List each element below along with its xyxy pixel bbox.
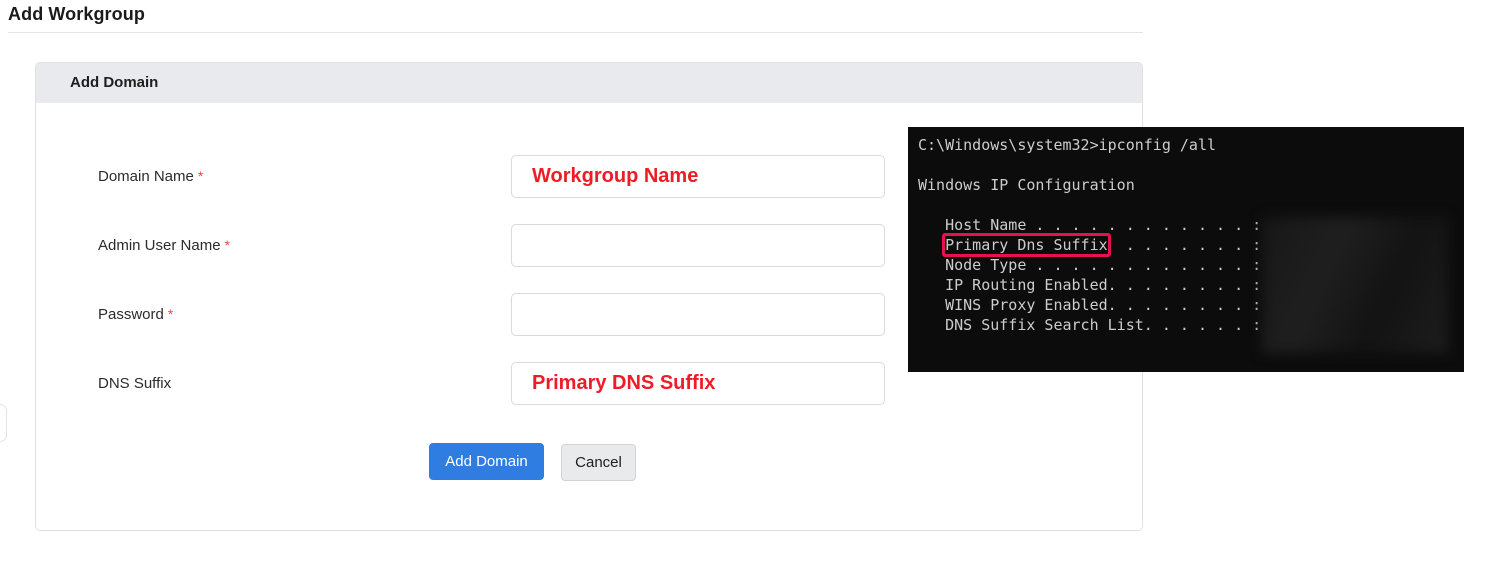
domain-name-label: Domain Name* <box>98 155 438 198</box>
cancel-button[interactable]: Cancel <box>561 444 636 481</box>
terminal-blank-line <box>918 195 1464 215</box>
title-divider <box>8 32 1143 33</box>
password-label: Password* <box>98 293 438 336</box>
admin-user-name-label-text: Admin User Name <box>98 237 221 254</box>
terminal-output: Host Name . . . . . . . . . . . . : Prim… <box>918 215 1464 335</box>
required-marker: * <box>224 237 230 253</box>
admin-user-name-label: Admin User Name* <box>98 224 438 267</box>
required-marker: * <box>167 306 174 322</box>
terminal-line: Node Type . . . . . . . . . . . . : <box>945 256 1271 274</box>
dns-suffix-label: DNS Suffix <box>98 362 438 405</box>
terminal-line: IP Routing Enabled. . . . . . . . : <box>945 276 1271 294</box>
terminal-label: Host Name <box>945 216 1027 234</box>
highlighted-terminal-label: Primary Dns Suffix <box>945 236 1108 254</box>
terminal-prompt-line: C:\Windows\system32>ipconfig /all <box>918 136 1217 154</box>
add-domain-button[interactable]: Add Domain <box>429 443 544 480</box>
terminal-label: DNS Suffix Search List <box>945 316 1144 334</box>
required-marker: * <box>197 168 204 184</box>
password-label-text: Password <box>98 306 164 323</box>
terminal-line: Host Name . . . . . . . . . . . . : <box>945 216 1271 234</box>
dns-suffix-label-text: DNS Suffix <box>98 375 172 392</box>
terminal-label: WINS Proxy Enabled <box>945 296 1108 314</box>
domain-name-label-text: Domain Name <box>98 168 194 185</box>
terminal-screenshot: C:\Windows\system32>ipconfig /all Window… <box>908 127 1464 372</box>
terminal-line: Primary Dns Suffix . . . . . . . : <box>945 236 1271 254</box>
terminal-label: Node Type <box>945 256 1027 274</box>
redaction-blur-block <box>1262 217 1448 353</box>
page-title: Add Workgroup <box>8 4 145 24</box>
password-input[interactable] <box>511 293 885 336</box>
terminal-line: WINS Proxy Enabled. . . . . . . . : <box>945 296 1271 314</box>
admin-user-name-input[interactable] <box>511 224 885 267</box>
terminal-line: DNS Suffix Search List. . . . . . : <box>945 316 1271 334</box>
left-edge-tab <box>0 404 7 442</box>
terminal-label: IP Routing Enabled <box>945 276 1108 294</box>
terminal-blank-line <box>918 155 1464 175</box>
terminal-section-title: Windows IP Configuration <box>918 176 1135 194</box>
domain-name-input[interactable] <box>511 155 885 198</box>
panel-header: Add Domain <box>36 63 1142 103</box>
dns-suffix-input[interactable] <box>511 362 885 405</box>
